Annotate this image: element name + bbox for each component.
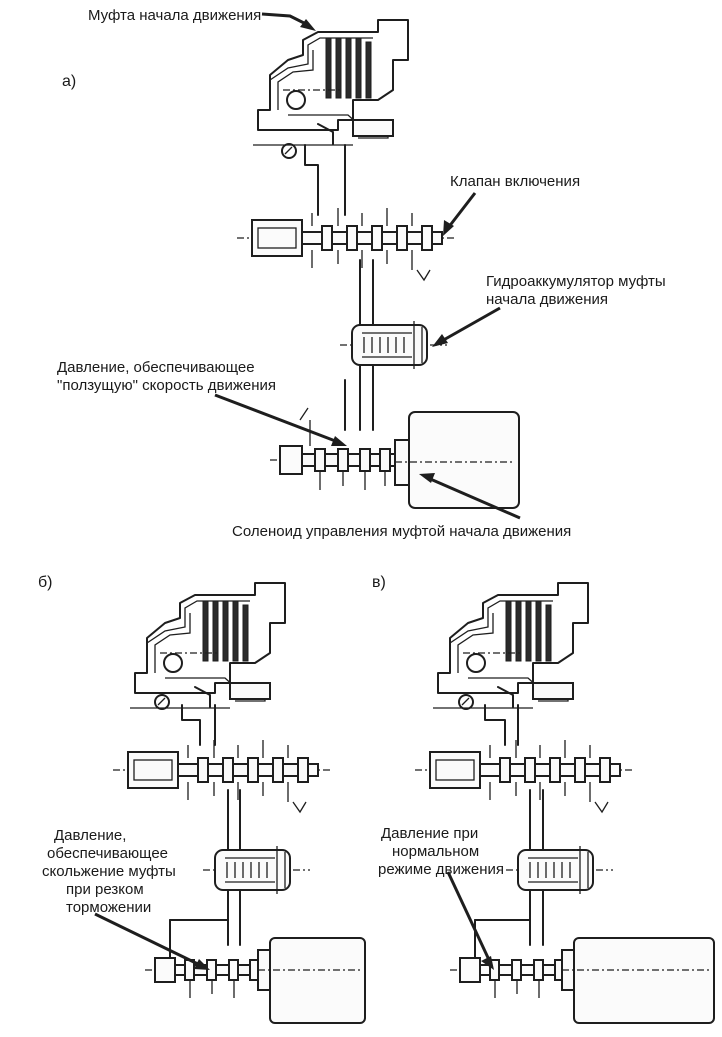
creep-pressure-label-line1: Давление, обеспечивающее (57, 359, 255, 376)
panel-b-letter: б) (38, 574, 53, 591)
solenoid-label: Соленоид управления муфтой начала движен… (232, 523, 572, 540)
accumulator-label-line2: начала движения (486, 291, 608, 308)
normal-pressure-label-line2: нормальном (392, 843, 480, 860)
normal-pressure-label-line1: Давление при (381, 825, 479, 842)
clutch-title-label: Муфта начала движения (88, 7, 262, 24)
panel-v-drawing (414, 582, 715, 1024)
brake-pressure-label-line1: Давление, (54, 827, 127, 844)
engage-valve-label: Клапан включения (450, 173, 581, 190)
accumulator-label-line1: Гидроаккумулятор муфты (486, 273, 666, 290)
brake-pressure-label-line4: при резком (66, 881, 144, 898)
panel-a-drawing (214, 12, 521, 520)
panel-a-letter: а) (62, 73, 77, 90)
panel-b-drawing (94, 582, 366, 1024)
brake-pressure-label-line2: обеспечивающее (47, 845, 169, 862)
brake-pressure-label-line3: скольжение муфты (42, 863, 176, 880)
normal-pressure-label-line3: режиме движения (378, 861, 505, 878)
panel-v-letter: в) (372, 574, 386, 591)
creep-pressure-label-line2: "ползущую" скорость движения (57, 377, 277, 394)
brake-pressure-label-line5: торможении (66, 899, 152, 916)
